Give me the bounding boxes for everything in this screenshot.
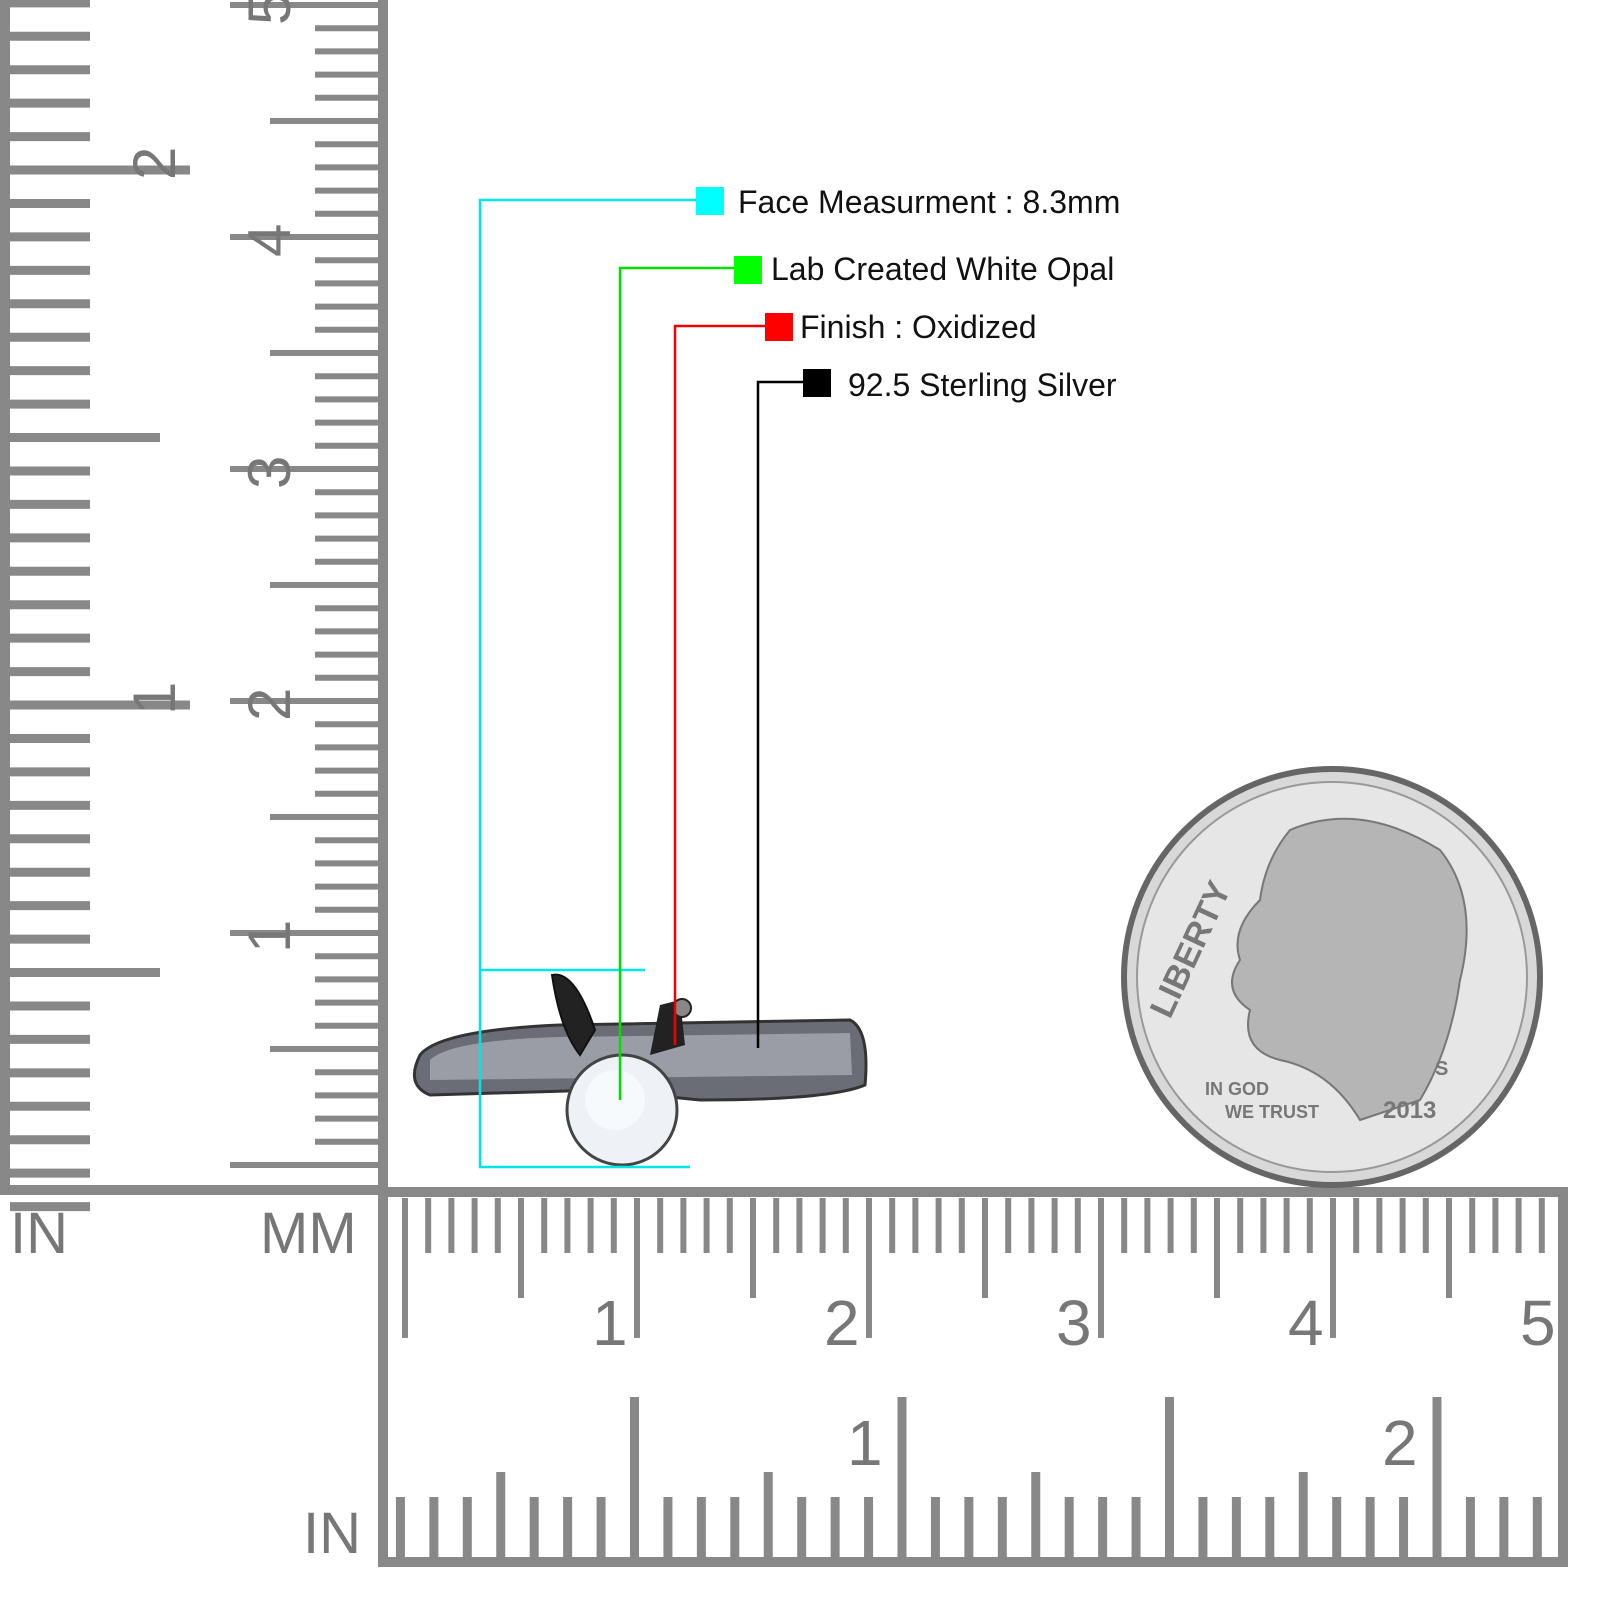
horizontal-cm-label: 4 [1288, 1287, 1324, 1359]
rulers: 1 2 3 4 5 1 2 1 2 3 4 5 1 2 [0, 0, 1568, 1567]
vertical-cm-label: 1 [236, 920, 303, 953]
vertical-inch-label: 1 [121, 682, 188, 715]
stone-label: Lab Created White Opal [771, 251, 1115, 287]
metal-label: 92.5 Sterling Silver [848, 367, 1117, 403]
face-measurement-label: Face Measurment : 8.3mm [738, 184, 1121, 220]
svg-text:WE TRUST: WE TRUST [1225, 1102, 1319, 1122]
svg-text:S: S [1435, 1058, 1448, 1080]
stone-swatch [734, 256, 762, 284]
horizontal-cm-label: 3 [1056, 1287, 1092, 1359]
vertical-inch-label: 2 [121, 147, 188, 180]
legend-leader-lines [478, 198, 805, 1169]
horizontal-ruler-frame [378, 1187, 1568, 1567]
unit-mm: MM [260, 1201, 357, 1266]
horizontal-cm-label: 1 [592, 1287, 628, 1359]
finish-swatch [765, 313, 793, 341]
horizontal-cm-label: 2 [824, 1287, 860, 1359]
vertical-ruler-frame [0, 0, 388, 1195]
svg-text:2013: 2013 [1383, 1097, 1436, 1124]
horizontal-inch-label: 1 [847, 1407, 883, 1479]
unit-in-left: IN [10, 1201, 68, 1266]
unit-in-bottom: IN [303, 1501, 361, 1566]
svg-text:IN GOD: IN GOD [1205, 1079, 1269, 1099]
horizontal-inch-label: 2 [1382, 1407, 1418, 1479]
metal-swatch [803, 369, 831, 397]
face-measurement-swatch [696, 187, 724, 215]
horizontal-cm-label: 5 [1520, 1287, 1556, 1359]
vertical-cm-label: 2 [236, 688, 303, 721]
ring-image [412, 973, 868, 1167]
vertical-cm-label: 4 [236, 224, 303, 257]
coin: LIBERTY IN GOD WE TRUST 2013 S [1121, 766, 1543, 1188]
vertical-cm-label: 3 [236, 456, 303, 489]
vertical-cm-label: 5 [236, 0, 303, 25]
finish-label: Finish : Oxidized [800, 309, 1037, 345]
